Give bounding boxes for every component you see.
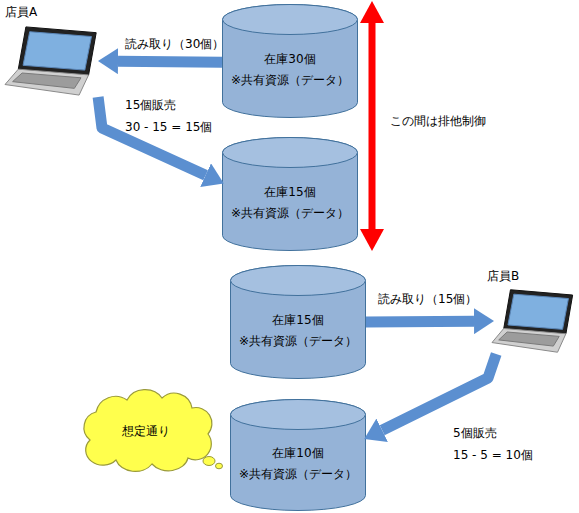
edge-label: 読み取り（15個） <box>378 292 477 307</box>
bracket-head <box>360 1 384 23</box>
cloud-text-box: 想定通り <box>72 390 220 472</box>
edge-label: 5個販売 <box>453 426 497 441</box>
flow-arrow <box>366 316 474 328</box>
database-cylinder: 在庫15個 ※共有資源（データ） <box>230 265 366 379</box>
laptop-lid <box>504 290 573 334</box>
thought-bubble <box>203 457 215 466</box>
cylinder-text-box: 在庫30個 ※共有資源（データ） <box>222 26 358 114</box>
laptop-icon <box>492 288 576 354</box>
clerk-laptop: 店員B <box>492 288 576 354</box>
cylinder-text-box: 在庫15個 ※共有資源（データ） <box>230 287 366 375</box>
note-text: この間は排他制御 <box>390 114 486 129</box>
clerk-name: 店員B <box>487 269 519 284</box>
clerk-laptop: 店員A <box>5 25 100 97</box>
thought-bubble <box>216 463 223 469</box>
laptop-lid <box>18 27 96 75</box>
calc-text: 15 - 5 = 10個 <box>453 448 533 463</box>
cylinder-text: ※共有資源（データ） <box>239 467 357 482</box>
flow-arrow <box>118 56 222 68</box>
edge-label: 15個販売 <box>125 98 176 113</box>
cylinder-top <box>223 5 358 35</box>
laptop-keyboard <box>13 73 81 88</box>
calc-text: 30 - 15 = 15個 <box>125 120 212 135</box>
database-cylinder: 在庫15個 ※共有資源（データ） <box>222 137 358 251</box>
bracket-line <box>369 20 376 231</box>
thought-bubbles <box>203 457 223 469</box>
cylinder-text: 在庫10個 <box>272 446 323 461</box>
flow-arrow <box>98 97 206 175</box>
cloud-text: 想定通り <box>122 424 170 439</box>
thought-cloud: 想定通り <box>72 390 220 472</box>
database-cylinder: 在庫30個 ※共有資源（データ） <box>222 4 358 118</box>
cylinder-body <box>223 138 358 251</box>
clerk-name: 店員A <box>5 5 37 20</box>
cylinder-body <box>231 266 366 379</box>
flow-arrow <box>382 354 496 430</box>
exclusive-range-bracket <box>360 1 384 251</box>
database-cylinder: 在庫10個 ※共有資源（データ） <box>230 399 366 511</box>
bracket-head <box>360 229 384 251</box>
laptop-base <box>5 69 89 95</box>
laptop-keyboard <box>499 332 559 346</box>
cloud-shape <box>84 390 212 472</box>
cylinder-top <box>231 400 366 430</box>
cylinder-top <box>223 138 358 168</box>
laptop-base <box>492 328 566 352</box>
cylinder-text: ※共有資源（データ） <box>231 73 349 88</box>
cylinder-text: 在庫15個 <box>272 313 323 328</box>
cylinder-text-box: 在庫10個 ※共有資源（データ） <box>230 421 366 507</box>
cylinder-body <box>231 400 366 511</box>
laptop-icon <box>5 25 100 97</box>
cylinder-text: ※共有資源（データ） <box>231 206 349 221</box>
edge-label: 読み取り（30個） <box>125 37 224 52</box>
laptop-screen <box>508 294 568 329</box>
cylinder-text: 在庫15個 <box>264 185 315 200</box>
cylinder-text: 在庫30個 <box>264 52 315 67</box>
cylinder-top <box>231 266 366 296</box>
cylinder-body <box>223 5 358 118</box>
cylinder-text: ※共有資源（データ） <box>239 334 357 349</box>
laptop-screen <box>23 32 91 70</box>
cylinder-text-box: 在庫15個 ※共有資源（データ） <box>222 159 358 247</box>
